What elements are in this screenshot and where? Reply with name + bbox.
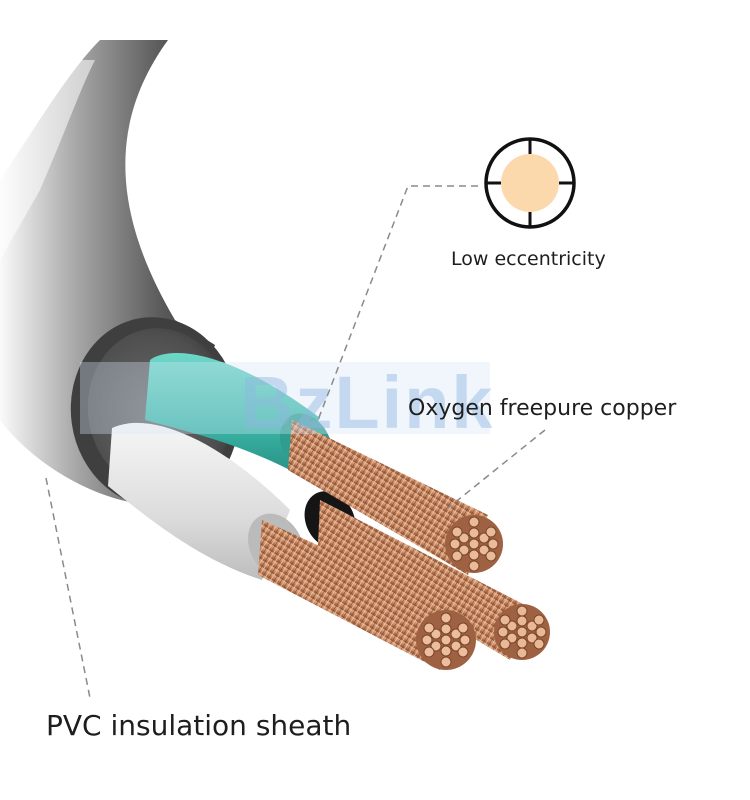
copper-conductor-black-core (318, 500, 550, 660)
leader-lines (45, 185, 546, 699)
watermark-band (80, 362, 490, 434)
leader-line-copper (447, 429, 546, 509)
watermark-text: BzLink (240, 361, 495, 444)
copper-conductor-white-core (258, 520, 476, 670)
low-eccentricity-icon (484, 137, 576, 229)
leader-line-pvc (45, 477, 91, 699)
pvc-sheath-label: PVC insulation sheath (46, 709, 352, 742)
oxygen-free-copper-label: Oxygen freepure copper (408, 396, 677, 421)
copper-conductor-green-core (288, 420, 503, 575)
low-eccentricity-label: Low eccentricity (451, 248, 606, 270)
